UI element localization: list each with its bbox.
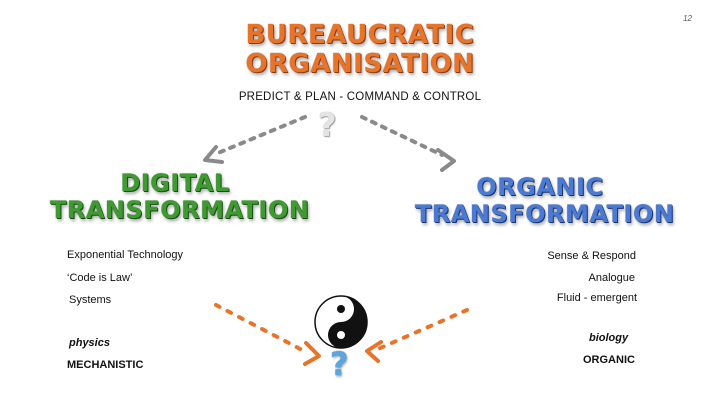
heading-line-2: ORGANISATION	[245, 49, 475, 80]
top-right-arrow	[360, 115, 456, 172]
heading-line-1: BUREAUCRATIC	[245, 20, 475, 50]
heading-line-1: ORGANIC	[476, 173, 604, 201]
organic-transformation-heading: ORGANIC TRANSFORMATION	[415, 173, 675, 228]
left-science-label: physics	[69, 337, 110, 349]
left-item-3: Systems	[69, 294, 112, 306]
top-question-mark: ?	[318, 106, 337, 144]
right-item-2: Analogue	[588, 272, 636, 284]
heading-line-2: TRANSFORMATION	[415, 199, 675, 228]
top-left-arrow	[203, 115, 307, 164]
right-item-3: Fluid - emergent	[556, 292, 637, 304]
top-subtitle: PREDICT & PLAN - COMMAND & CONTROL	[238, 91, 482, 103]
bottom-right-arrow	[365, 308, 469, 363]
heading-line-2: TRANSFORMATION	[50, 195, 310, 224]
right-item-1: Sense & Respond	[547, 250, 636, 262]
slide-number: 12	[683, 14, 692, 23]
left-item-1: Exponential Technology	[67, 249, 183, 261]
mechanistic-label: MECHANISTIC	[67, 359, 144, 371]
bottom-question-mark: ?	[330, 345, 349, 383]
heading-line-1: DIGITAL	[120, 169, 230, 197]
yin-yang-icon	[314, 295, 368, 349]
left-item-2: ‘Code is Law’	[67, 272, 133, 284]
organic-label: ORGANIC	[583, 354, 635, 366]
right-science-label: biology	[589, 332, 629, 344]
digital-transformation-heading: DIGITAL TRANSFORMATION	[50, 169, 310, 224]
bureaucratic-organisation-heading: BUREAUCRATIC ORGANISATION	[180, 20, 540, 80]
bottom-left-arrow	[214, 303, 321, 366]
